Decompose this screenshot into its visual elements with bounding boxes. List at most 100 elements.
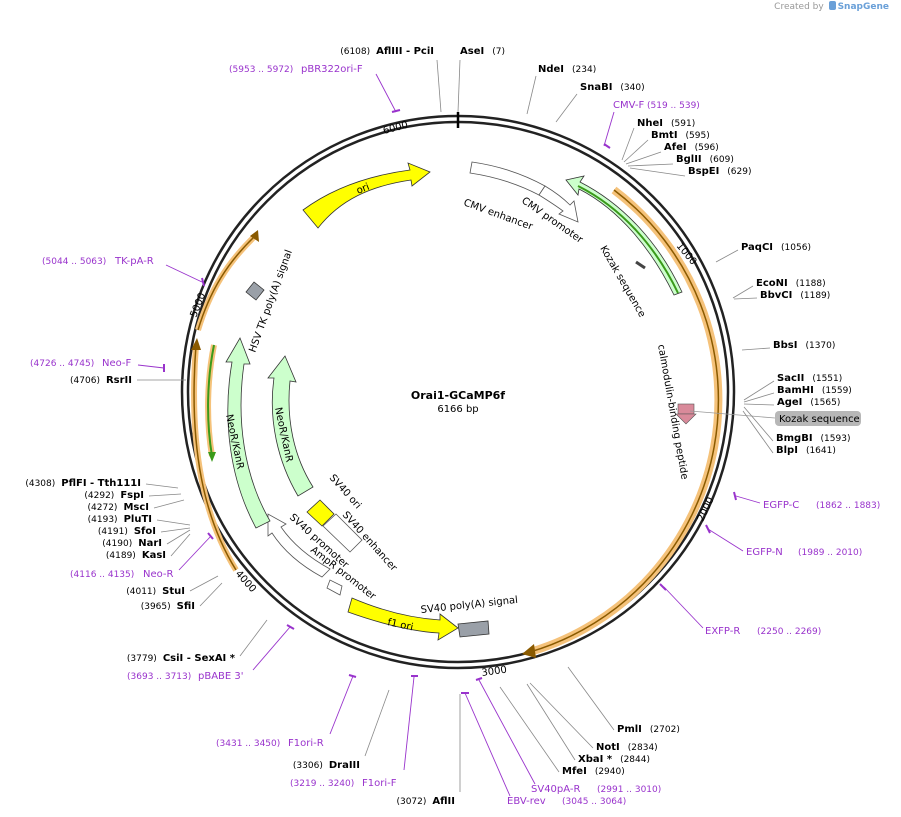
site-position: (340) [620,83,644,93]
sv40-polya-label: SV40 poly(A) signal [420,595,518,616]
primer-leader-line [329,675,354,735]
site-leader-line [529,682,594,749]
primer-leader-line [403,676,415,771]
restriction-site: XbaI *(2844) [526,683,650,765]
site-position: (4193) [88,515,118,525]
site-position: (2940) [595,767,625,777]
site-position: (4308) [25,479,55,489]
primer: Neo-F(4726 .. 4745) [30,358,165,372]
site-leader-line [567,666,615,731]
site-leader-line [153,499,185,509]
site-name: BbvCI [760,290,792,301]
site-position: (1565) [810,398,840,408]
primer-leader-line [603,111,615,147]
primer-leader-line [663,586,704,629]
kozak-2-leader [689,410,776,419]
site-position: (2702) [650,725,680,735]
restriction-site: BbvCI(1189) [733,290,830,301]
restriction-site: BglII(609) [627,154,734,167]
primer-tick-mark [391,109,401,113]
primer-name: F1ori-R [288,738,324,749]
site-position: (3965) [141,602,171,612]
site-position: (591) [671,119,695,129]
restriction-site: MfeI(2940) [499,686,625,777]
site-name: BglII [676,154,702,165]
site-leader-line [743,406,774,442]
restriction-site: BmgBI (1593) [743,406,851,444]
site-position: (4706) [70,376,100,386]
site-leader-line [364,689,390,757]
site-leader-line [741,347,771,351]
primer: CMV-F(519 .. 539) [603,100,700,149]
primer-name: Neo-R [143,569,174,580]
primer-tick-mark [733,491,737,501]
primer-name: SV40pA-R [531,784,580,795]
primer-leader-line [252,626,291,671]
site-name: MscI [123,502,149,513]
site-name: BbsI [773,340,797,351]
primer-leader-line [178,535,212,571]
restriction-site: AflIII - PciI(6108) [340,46,442,113]
primer: SV40pA-R(2991 .. 3010) [475,677,661,795]
site-position: (2834) [628,743,658,753]
primer-position: (3045 .. 3064) [562,797,626,807]
site-leader-line [199,582,223,607]
primer-position: (1989 .. 2010) [798,548,862,558]
tick-3000: 3000 [481,665,508,679]
site-name: AseI [460,46,484,57]
primer-name: EGFP-C [763,500,799,511]
hsv-tk-polya-box [245,281,265,301]
restriction-site: EcoNI(1188) [732,278,826,299]
restriction-site: SfoI(4191) [98,526,191,537]
primer-tick-mark [207,532,214,540]
primer-name: TK-pA-R [114,256,154,267]
primer-tick-mark [603,143,611,149]
site-position: (3779) [127,654,157,664]
site-position: (4189) [106,551,136,561]
restriction-site: NheI(591) [621,118,695,161]
site-position: (1559) [822,386,852,396]
primer-position: (5044 .. 5063) [42,257,106,267]
restriction-site: FspI(4292) [84,490,182,501]
site-position: (7) [492,47,505,57]
restriction-site: BlpI(1641) [742,410,836,456]
primer-leader-line [707,528,744,552]
restriction-site: BamHI(1559) [743,385,852,403]
restriction-site: NarI(4190) [102,529,191,549]
primer-position: (4726 .. 4745) [30,359,94,369]
restriction-site: BbsI(1370) [741,340,835,351]
site-name: SnaBI [580,82,612,93]
site-leader-line [457,59,461,113]
site-name: BspEI [688,166,719,177]
primer-name: EBV-rev [507,796,546,807]
primer: EBV-rev (3045 .. 3064) [461,692,626,807]
restriction-site: SnaBI (340) [555,82,645,123]
primer-leader-line [464,692,511,797]
primer: TK-pA-R (5044 .. 5063) [42,256,205,287]
site-leader-line [742,410,774,454]
site-name: SacII [777,373,804,384]
primer: pBR322ori-F(5953 .. 5972) [229,64,401,113]
site-position: (1593) [821,434,851,444]
primer-position: (3431 .. 3450) [216,739,280,749]
orange-orf-arrowhead [522,644,536,658]
site-position: (2844) [620,755,650,765]
site-name: EcoNI [756,278,788,289]
primer-leader-line [375,73,397,113]
left-orange-orf-halo-2 [195,233,258,331]
site-leader-line [160,527,191,533]
green-orf-arrow [565,175,683,296]
primer-position: (519 .. 539) [647,101,700,111]
kozak-label-2: Kozak sequence [779,414,860,425]
site-leader-line [627,163,674,167]
cmv-enhancer-arrow [469,161,546,196]
site-name: KasI [142,550,166,561]
left-orange-orf-arrowhead [191,338,201,350]
site-name: BmgBI [776,433,813,444]
tick-4000: 4000 [233,569,258,595]
site-leader-line [629,167,686,177]
primer-position: (4116 .. 4135) [70,570,134,580]
site-leader-line [733,297,758,300]
site-position: (1551) [812,374,842,384]
site-name: FspI [120,490,144,501]
